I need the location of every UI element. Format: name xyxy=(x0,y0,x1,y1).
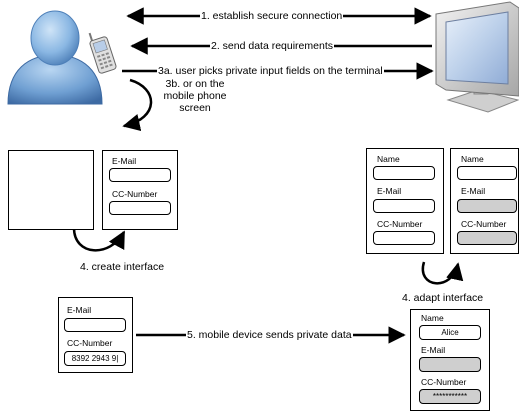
terminal-form-adapted: Name E-Mail CC-Number xyxy=(450,148,519,254)
step-3b-label: 3b. or on the mobile phone screen xyxy=(163,78,227,114)
name-label: Name xyxy=(421,313,444,323)
step-5-label: 5. mobile device sends private data xyxy=(186,329,353,341)
cc-field-masked: *********** xyxy=(419,389,481,404)
name-field[interactable] xyxy=(373,166,435,180)
email-field-disabled xyxy=(419,357,481,372)
cc-field[interactable] xyxy=(373,231,435,245)
arrow-adapt-interface xyxy=(421,261,464,285)
step-1-label: 1. establish secure connection xyxy=(200,10,344,22)
phone-form-filled: E-Mail CC-Number 8392 2943 9| xyxy=(58,297,133,373)
arrow-phone-picks xyxy=(122,78,153,132)
name-field[interactable]: Alice xyxy=(419,325,481,340)
name-field[interactable] xyxy=(457,166,517,180)
step-3a-label: 3a. user picks private input fields on t… xyxy=(157,65,384,77)
cc-field-disabled xyxy=(457,231,517,245)
email-field[interactable] xyxy=(109,168,171,182)
email-label: E-Mail xyxy=(461,186,486,196)
email-field[interactable] xyxy=(64,318,126,332)
email-label: E-Mail xyxy=(421,345,446,355)
cc-label: CC-Number xyxy=(112,189,158,199)
user-icon xyxy=(7,10,103,105)
step-4-adapt-label: 4. adapt interface xyxy=(402,292,484,304)
name-label: Name xyxy=(461,154,484,164)
cc-label: CC-Number xyxy=(377,219,423,229)
cc-field[interactable]: 8392 2943 9| xyxy=(64,351,126,366)
phone-form-created: E-Mail CC-Number xyxy=(102,150,178,230)
terminal-form-final: Name Alice E-Mail CC-Number *********** xyxy=(410,309,490,411)
name-label: Name xyxy=(377,154,400,164)
arrow-create-interface xyxy=(72,227,126,252)
step-2-label: 2. send data requirements xyxy=(210,40,334,52)
cc-label: CC-Number xyxy=(461,219,507,229)
email-label: E-Mail xyxy=(112,156,137,166)
cc-label: CC-Number xyxy=(421,377,467,387)
mobile-phone-icon xyxy=(88,32,117,74)
blank-phone-screen xyxy=(8,150,94,230)
terminal-form-original: Name E-Mail CC-Number xyxy=(366,148,444,254)
step-4-create-label: 4. create interface xyxy=(80,261,165,273)
email-field[interactable] xyxy=(373,199,435,213)
email-label: E-Mail xyxy=(67,305,92,315)
monitor-icon xyxy=(435,1,519,113)
email-field-disabled xyxy=(457,199,517,213)
cc-label: CC-Number xyxy=(67,338,113,348)
email-label: E-Mail xyxy=(377,186,402,196)
cc-field[interactable] xyxy=(109,201,171,215)
